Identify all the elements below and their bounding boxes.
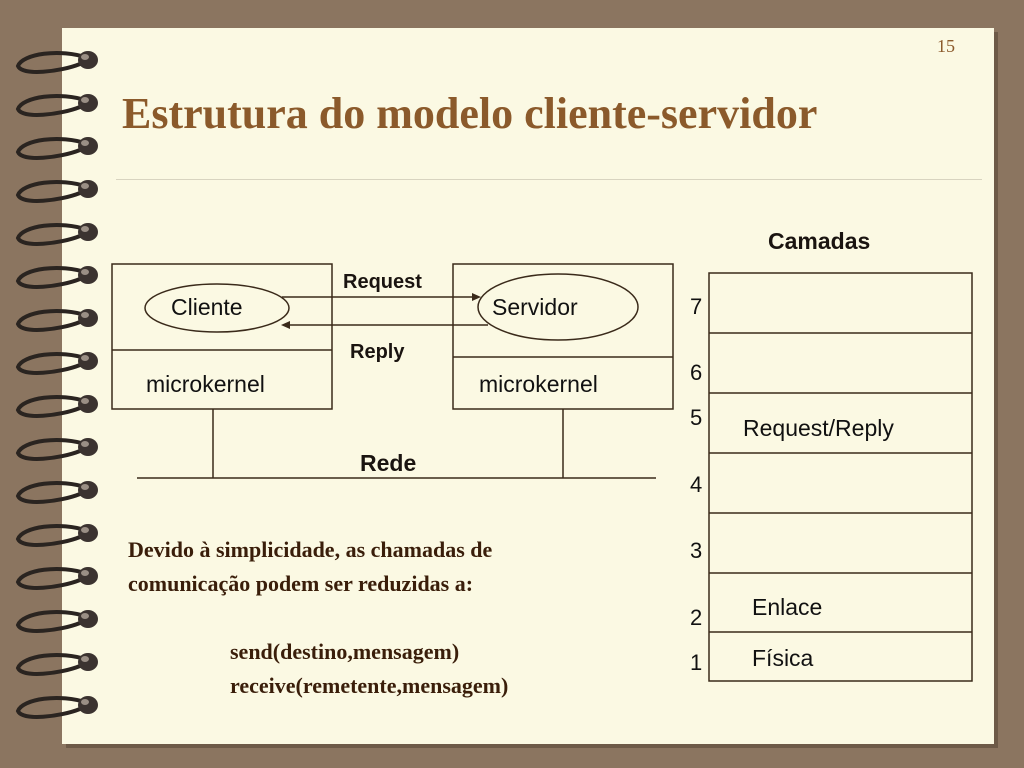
spiral-ring xyxy=(15,523,98,547)
spiral-ring xyxy=(15,308,98,332)
layer-number-5: 5 xyxy=(690,405,703,430)
spiral-ring xyxy=(15,695,98,719)
title-divider xyxy=(116,179,982,180)
spiral-ring xyxy=(15,93,98,117)
reply-arrowhead xyxy=(281,321,290,329)
spiral-binding xyxy=(15,50,98,719)
body-text-line-2: comunicação podem ser reduzidas a: xyxy=(128,571,474,596)
network-label: Rede xyxy=(360,450,417,476)
spiral-ring xyxy=(15,351,98,375)
spiral-ring xyxy=(15,437,98,461)
layer-request-reply: Request/Reply xyxy=(743,415,894,441)
slide-title: Estrutura do modelo cliente-servidor xyxy=(122,89,818,138)
spiral-ring xyxy=(15,480,98,504)
spiral-ring xyxy=(15,222,98,246)
spiral-ring xyxy=(15,136,98,160)
layer-number-2: 2 xyxy=(690,605,703,630)
layer-number-7: 7 xyxy=(690,294,703,319)
spiral-ring xyxy=(15,394,98,418)
spiral-ring xyxy=(15,50,98,74)
code-receive: receive(remetente,mensagem) xyxy=(230,673,509,698)
layer-number-6: 6 xyxy=(690,360,703,385)
client-ellipse xyxy=(144,283,290,333)
spiral-ring xyxy=(15,566,98,590)
spiral-ring xyxy=(15,179,98,203)
spiral-ring xyxy=(15,265,98,289)
code-send: send(destino,mensagem) xyxy=(230,639,460,664)
layer-number-4: 4 xyxy=(690,472,703,497)
layer-enlace: Enlace xyxy=(752,594,823,620)
slide-page xyxy=(62,28,994,744)
request-arrowhead xyxy=(472,293,481,301)
reply-label: Reply xyxy=(350,341,405,363)
layers-title: Camadas xyxy=(768,228,871,254)
slide-number: 15 xyxy=(937,36,955,56)
request-label: Request xyxy=(343,271,422,293)
server-ellipse xyxy=(477,273,639,341)
body-text-line-1: Devido à simplicidade, as chamadas de xyxy=(128,537,493,562)
layer-number-3: 3 xyxy=(690,538,703,563)
server-label: Servidor xyxy=(492,294,578,320)
layer-number-1: 1 xyxy=(690,650,703,675)
spiral-ring xyxy=(15,609,98,633)
layer-fisica: Física xyxy=(752,645,814,671)
client-label: Cliente xyxy=(171,294,243,320)
spiral-ring xyxy=(15,652,98,676)
client-kernel-label: microkernel xyxy=(146,371,265,397)
client-box xyxy=(111,263,333,410)
layers-stack xyxy=(708,272,973,682)
server-kernel-label: microkernel xyxy=(479,371,598,397)
